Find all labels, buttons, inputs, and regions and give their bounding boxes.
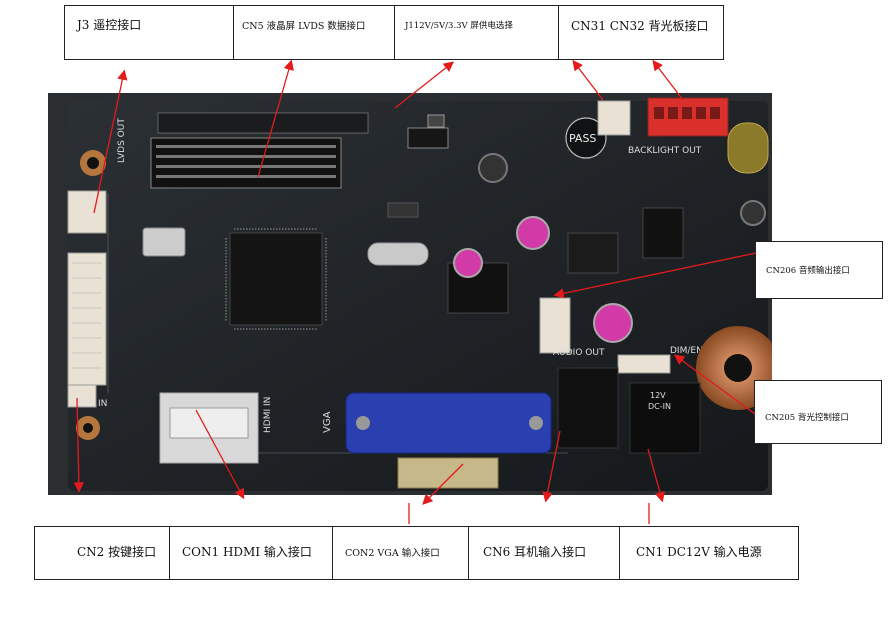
small-ic-1 [387,202,419,218]
lvds-slot [157,112,369,134]
audio-out-text: AUDIO OUT [553,348,605,358]
j3-label: J3 遥控接口 [77,18,142,32]
cap-pink-3 [593,303,633,343]
left-header-connector [67,252,107,386]
key-in-connector [67,384,97,408]
cn1-label-box: CN1 DC12V 输入电源 [619,526,799,580]
vga-text: VGA [322,411,333,433]
cn206-label: CN206 音频输出接口 [766,266,850,276]
cn5-label: CN5 液晶屏 LVDS 数据接口 [242,21,366,32]
key-in-text: KEY IN [78,399,107,409]
con1-label: CON1 HDMI 输入接口 [182,545,312,559]
capacitor-pair [142,227,186,257]
cn205-label: CN205 背光控制接口 [765,413,849,423]
cap-gold [727,122,769,174]
cn5-label-box: CN5 液晶屏 LVDS 数据接口 [233,5,395,60]
pass-sticker [565,117,607,159]
cap-pink-1 [516,216,550,250]
cn2-label-box: CN2 按键接口 [34,526,170,580]
cn206-connector [539,297,571,354]
voltage-jumper [407,127,449,149]
cn205-label-box: CN205 背光控制接口 [754,380,882,444]
cap-pink-2 [453,248,483,278]
jvolt-label: J112V/5V/3.3V 屏供电选择 [405,21,513,31]
regulator-ic [567,232,619,274]
cn31-label-box: CN31 CN32 背光板接口 [558,5,724,60]
cn6-label-box: CN6 耳机输入接口 [468,526,620,580]
main-ic [229,232,323,326]
cn206-label-box: CN206 音频输出接口 [755,241,883,299]
con2-vga-port [345,392,552,454]
dimen-text: DIM/EN [670,346,703,356]
board-photo: LVDS OUT IR IN KEY IN [48,93,772,495]
lvds-out-text: LVDS OUT [117,118,127,163]
con1-label-box: CON1 HDMI 输入接口 [169,526,333,580]
con2-label-box: CON2 VGA 输入接口 [332,526,469,580]
hdmi-in-text: HDMI IN [263,397,273,433]
backlight-out-text: BACKLIGHT OUT [628,146,702,156]
cn32-connector [597,100,631,136]
cn6-label: CN6 耳机输入接口 [483,545,587,559]
cap-black [478,153,508,183]
pcb-board: LVDS OUT IR IN KEY IN [48,93,772,495]
jvolt-label-box: J112V/5V/3.3V 屏供电选择 [394,5,559,60]
pass-text: PASS [569,132,596,145]
cn6-headphone-jack [557,367,619,449]
vga-shell [397,457,499,489]
cn2-label: CN2 按键接口 [77,545,157,559]
j3-label-box: J3 遥控接口 [64,5,234,60]
cap-black-right [740,200,766,226]
ir-in-text: IR IN [74,191,93,200]
con2-label: CON2 VGA 输入接口 [345,548,440,559]
crystal-oscillator [367,242,429,266]
cn1-label: CN1 DC12V 输入电源 [636,545,762,559]
audio-amp-ic [642,207,684,259]
v12-text: 12V [650,391,666,400]
cn205-connector [617,354,671,374]
dc-in-text: DC-IN [648,402,671,411]
cn31-label: CN31 CN32 背光板接口 [571,19,709,33]
